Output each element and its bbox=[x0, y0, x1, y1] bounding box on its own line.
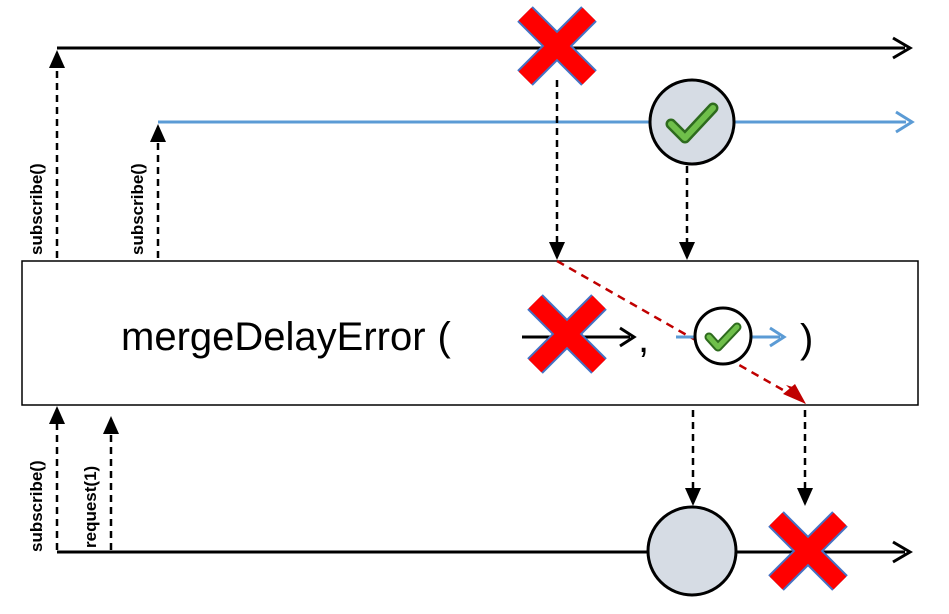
marble-icon bbox=[646, 505, 738, 597]
subscribe-label-2: subscribe() bbox=[128, 163, 147, 255]
mini-check-marble-icon bbox=[693, 306, 753, 366]
open-paren: ( bbox=[438, 315, 452, 359]
stream-1-arrowhead-icon bbox=[892, 36, 913, 60]
error-down-arrow bbox=[549, 80, 565, 260]
source-stream-1 bbox=[57, 36, 913, 60]
output-item-arrow bbox=[685, 410, 701, 506]
output-error-arrow bbox=[797, 410, 813, 506]
check-marble-icon bbox=[648, 78, 736, 166]
comma: , bbox=[638, 317, 649, 361]
subscribe-arrow-2 bbox=[150, 124, 166, 258]
check-icon bbox=[668, 105, 716, 141]
output-arrowhead-icon bbox=[892, 540, 913, 564]
bottom-subscribe-arrow bbox=[49, 406, 65, 550]
stream-2-arrowhead-icon bbox=[895, 110, 915, 134]
subscribe-arrow-1 bbox=[49, 50, 65, 258]
item-down-arrow bbox=[679, 166, 695, 260]
output-stream bbox=[57, 540, 913, 564]
error-x-icon bbox=[525, 14, 589, 78]
subscribe-label-1: subscribe() bbox=[27, 163, 46, 255]
delayed-error-path bbox=[556, 259, 806, 404]
bottom-subscribe-label: subscribe() bbox=[27, 460, 46, 552]
operator-name: mergeDelayError( bbox=[121, 315, 452, 359]
error-arrowhead-icon bbox=[783, 384, 806, 404]
close-paren: ) bbox=[800, 317, 813, 361]
source-stream-2 bbox=[158, 110, 915, 134]
bottom-request-arrow bbox=[103, 416, 119, 550]
bottom-request-label: request(1) bbox=[81, 466, 100, 548]
